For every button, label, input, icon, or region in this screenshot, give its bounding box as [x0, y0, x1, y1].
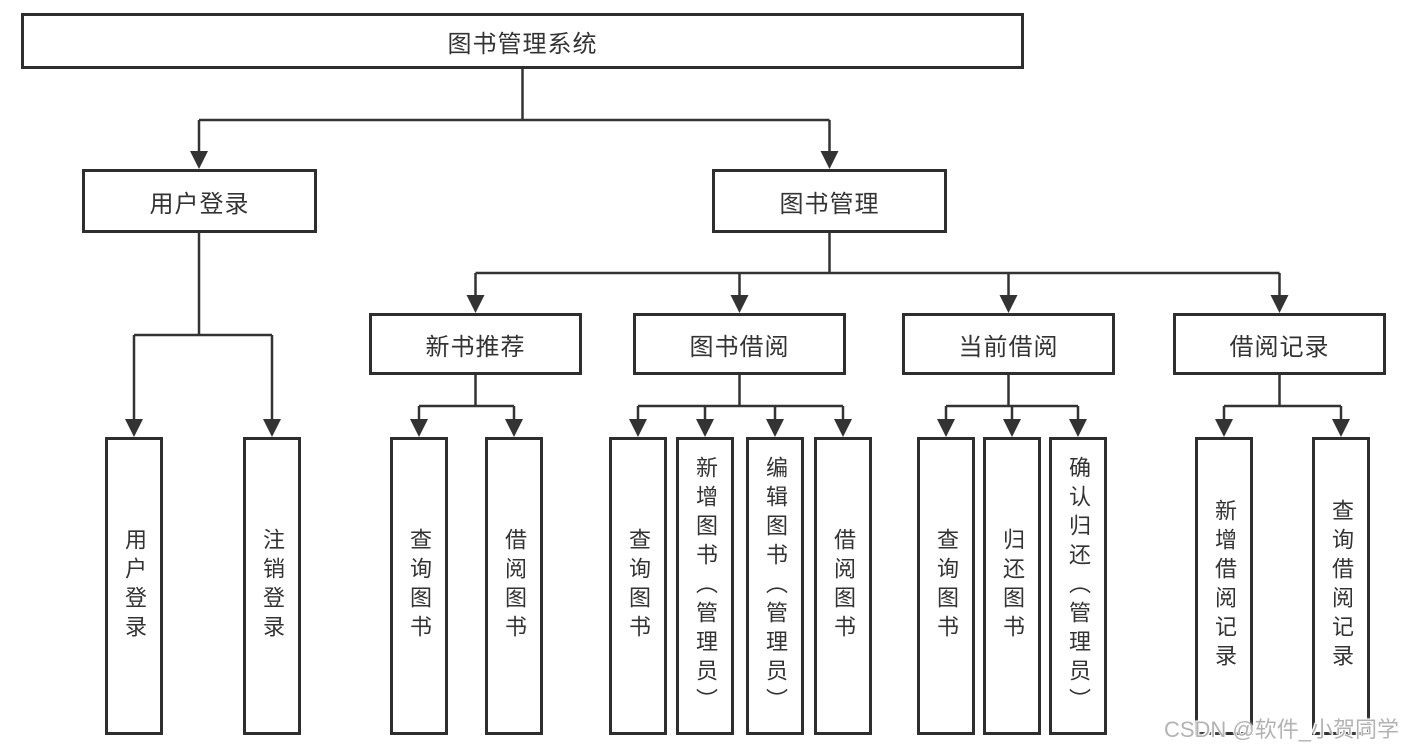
- leaf-edit-books-admin: 编辑图书（管理员）: [746, 437, 804, 735]
- leaf-borrow-books-recommend: 借阅图书: [485, 437, 543, 735]
- leaf-borrow-books: 借阅图书: [814, 437, 872, 735]
- node-borrowing-records: 借阅记录: [1173, 313, 1386, 375]
- node-book-borrowing: 图书借阅: [633, 313, 846, 375]
- leaf-user-login: 用户登录: [105, 437, 163, 735]
- leaf-logout: 注销登录: [243, 437, 301, 735]
- leaf-query-books-borrowing: 查询图书: [609, 437, 667, 735]
- leaf-query-borrow-record: 查询借阅记录: [1312, 437, 1370, 735]
- node-current-borrowing: 当前借阅: [902, 313, 1115, 375]
- node-user-login-branch: 用户登录: [82, 169, 317, 233]
- leaf-add-books-admin: 新增图书（管理员）: [676, 437, 734, 735]
- node-book-management-branch: 图书管理: [712, 169, 947, 233]
- arrowheads: [125, 151, 1350, 437]
- leaf-add-borrow-record: 新增借阅记录: [1195, 437, 1253, 735]
- node-root-system: 图书管理系统: [21, 13, 1024, 69]
- connector-lines: [132, 69, 1343, 423]
- leaf-confirm-return-admin: 确认归还（管理员）: [1049, 437, 1107, 735]
- csdn-watermark: CSDN @软件_小贺同学: [1163, 717, 1399, 742]
- node-new-book-recommend: 新书推荐: [369, 313, 582, 375]
- leaf-return-books: 归还图书: [983, 437, 1041, 735]
- leaf-query-books-current: 查询图书: [917, 437, 975, 735]
- leaf-query-books-recommend: 查询图书: [390, 437, 448, 735]
